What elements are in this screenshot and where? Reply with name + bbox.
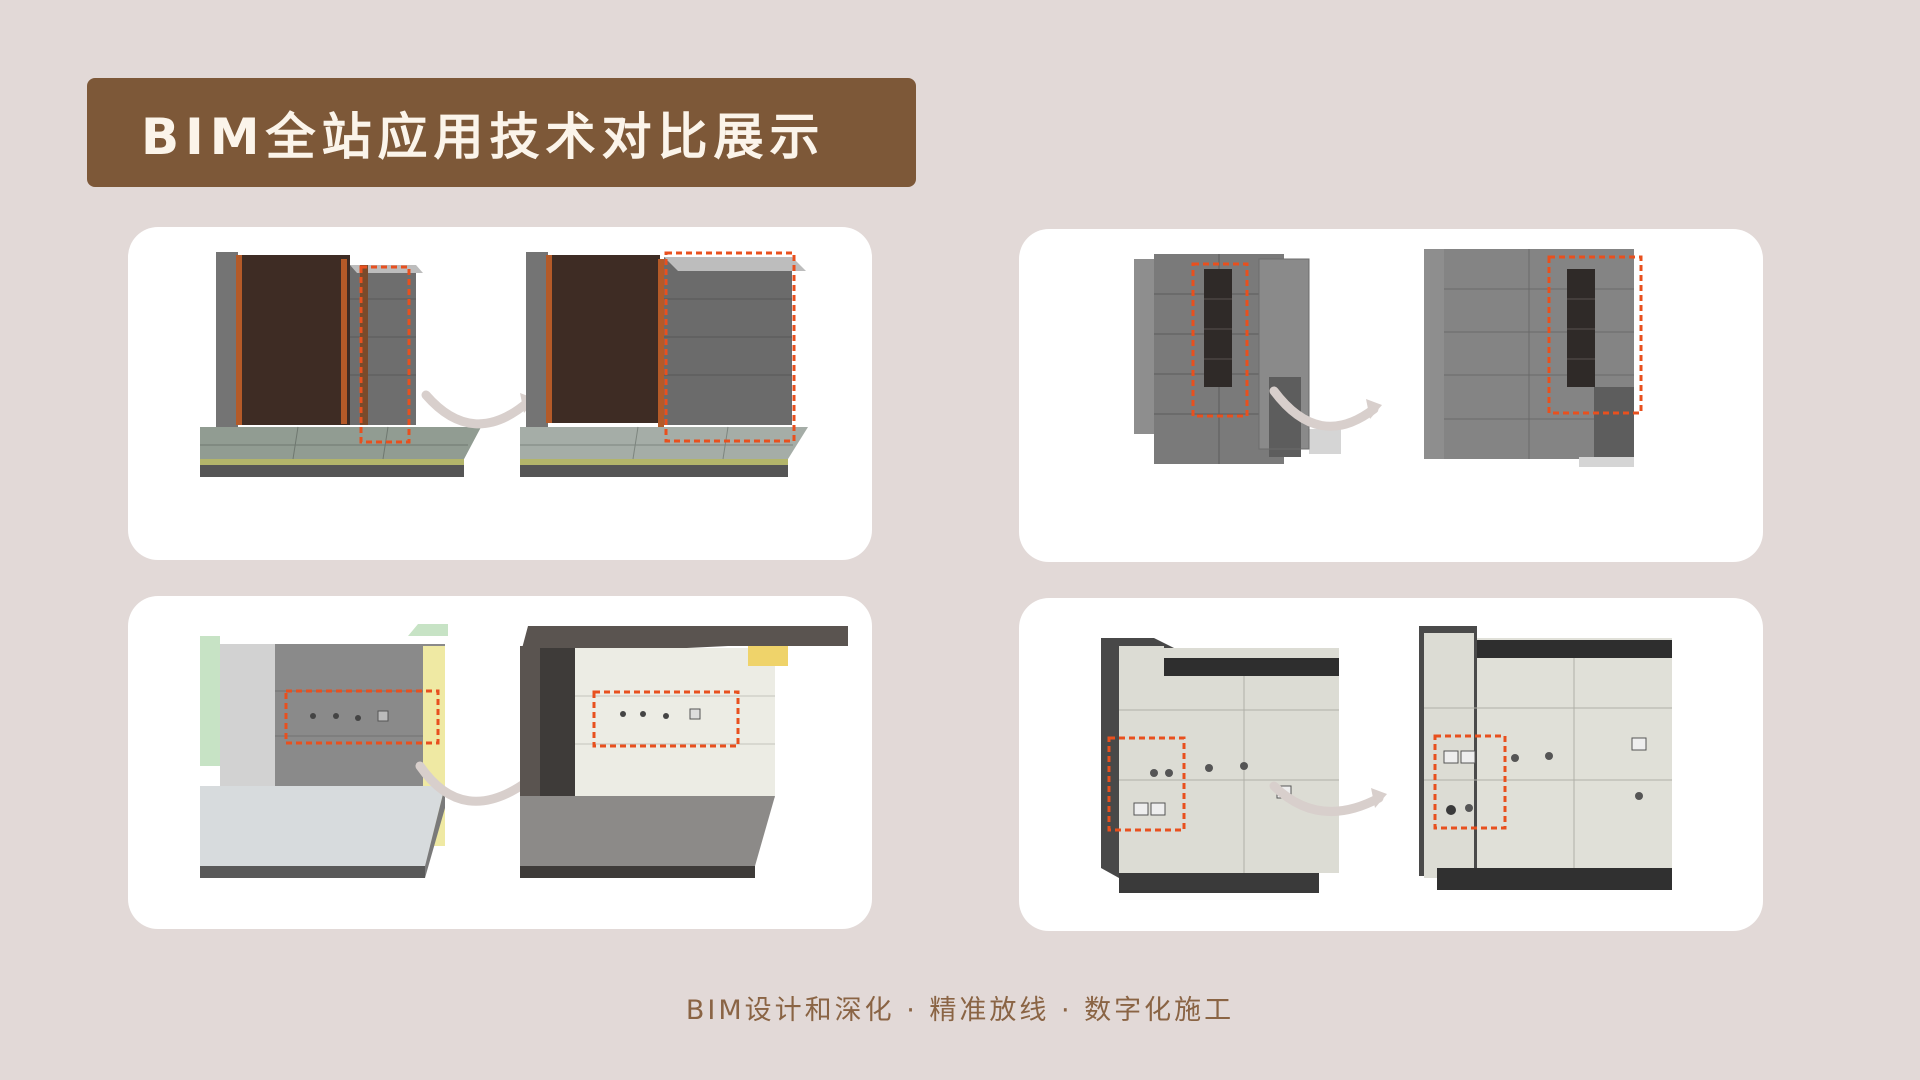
plumbing-wall-before-model [200, 624, 448, 878]
socket-wall-after-model [1419, 626, 1672, 890]
transition-arrow [421, 390, 533, 429]
footer-tagline: BIM设计和深化 · 精准放线 · 数字化施工 [685, 995, 1235, 1026]
page-title: BIM全站应用技术对比展示 [141, 107, 826, 166]
plumbing-wall-illustration [200, 624, 848, 878]
door-wall-before-model [200, 252, 481, 477]
transition-arrow [1269, 781, 1384, 816]
door-wall-after-model [520, 251, 808, 477]
plumbing-wall-after-model [520, 626, 848, 878]
comparison-card-niche [1019, 229, 1763, 562]
niche-wall-after-model [1424, 249, 1643, 467]
niche-wall-before-model [1134, 254, 1341, 464]
niche-wall-illustration [1134, 249, 1643, 467]
comparison-card-sockets [1019, 598, 1763, 931]
socket-wall-before-model [1101, 638, 1339, 893]
comparison-card-plumbing [128, 596, 872, 929]
comparison-card-door [128, 227, 872, 560]
door-wall-illustration [200, 251, 808, 477]
transition-arrow [415, 761, 533, 806]
socket-wall-illustration [1101, 626, 1672, 893]
transition-arrow [1269, 386, 1379, 431]
title-bar: BIM全站应用技术对比展示 [87, 78, 916, 187]
